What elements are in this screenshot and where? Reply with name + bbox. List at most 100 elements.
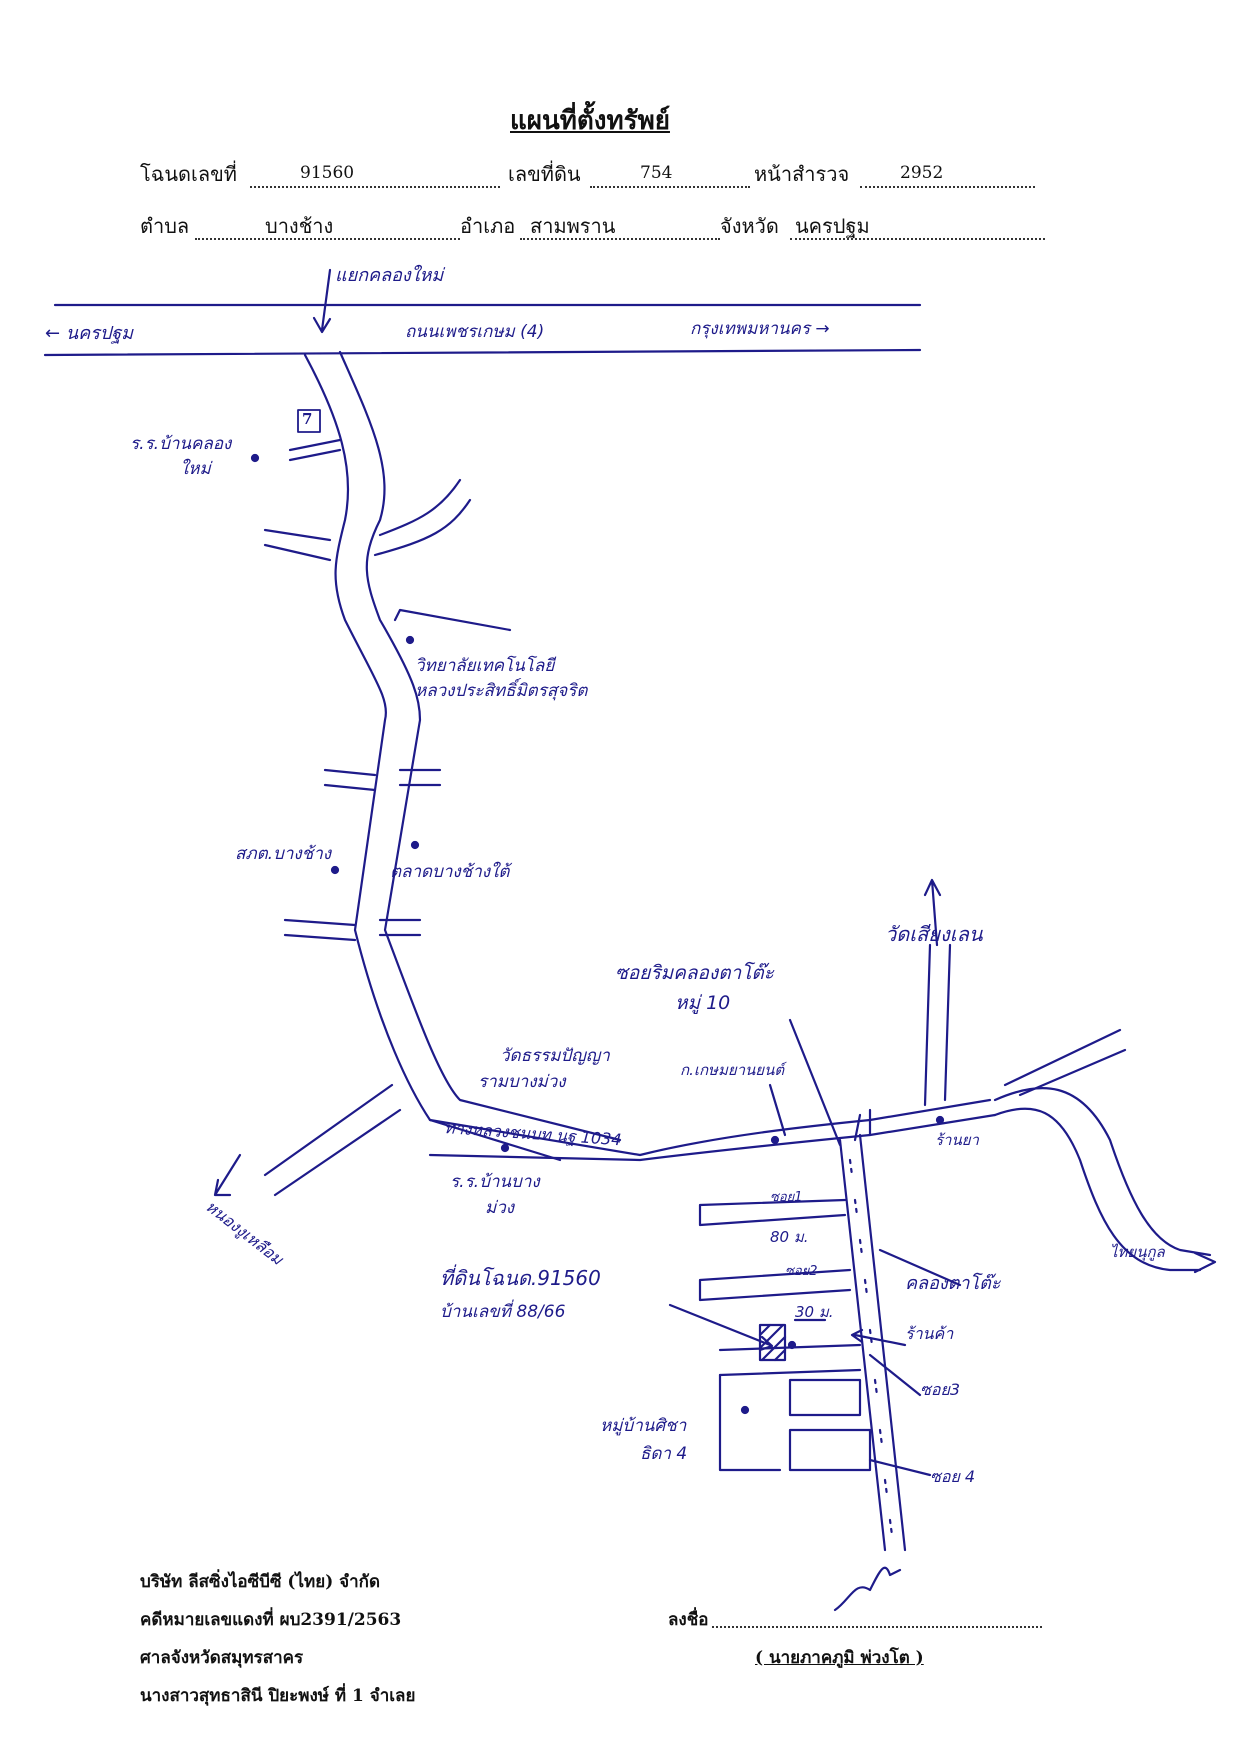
canal-crossing-2 <box>325 770 440 790</box>
soi2-lines <box>700 1270 850 1300</box>
shop2-dot <box>789 1342 795 1348</box>
college-label-1: วิทยาลัยเทคโนโลยี <box>415 656 555 676</box>
company-name: บริษัท ลีสซิ่งไอซีบีซี (ไทย) จำกัด <box>140 1572 380 1592</box>
district-dots <box>520 212 720 240</box>
signer-name: ( นายภาคภูมิ พ่วงโต ) <box>755 1648 924 1668</box>
shop1-label: ร้านยา <box>935 1131 979 1149</box>
soi3-soi4-connector <box>720 1375 780 1470</box>
case-number: คดีหมายเลขแดงที่ ผบ2391/2563 <box>140 1610 402 1630</box>
canal-label: คลองตาโต๊ะ <box>905 1273 1001 1294</box>
thainukool-arrow <box>1195 1253 1215 1272</box>
land-number: 754 <box>640 163 673 183</box>
temple2-label: วัดเสียงเลน <box>885 922 983 946</box>
soi-entrance-marks <box>855 1110 870 1140</box>
survey-label: หน้าสำรวจ <box>754 162 850 186</box>
side-road-right-edge <box>340 352 620 1140</box>
deed-dots <box>250 160 500 188</box>
soi4-label: ซอย 4 <box>930 1467 976 1486</box>
side-road-left-edge <box>305 355 560 1160</box>
land-dots <box>590 160 750 188</box>
sign-label: ลงชื่อ <box>668 1610 709 1630</box>
school1-label-1: ร.ร.บ้านคลอง <box>130 434 232 454</box>
subdistrict-value: บางช้าง <box>265 214 334 238</box>
property-arrow <box>670 1305 772 1350</box>
canal-crossing-1 <box>265 480 470 560</box>
shop2-label: ร้านค้า <box>905 1324 954 1343</box>
deed-label: โฉนดเลขที่ <box>140 162 237 186</box>
temple1-label-1: วัดธรรมปัญญา <box>500 1046 610 1066</box>
deed-number: 91560 <box>300 163 355 183</box>
soi3-lines <box>720 1345 860 1375</box>
road-southwest <box>265 1085 400 1195</box>
property-label-2: บ้านเลขที่ 88/66 <box>440 1302 566 1322</box>
survey-number: 2952 <box>900 163 944 183</box>
soi-label-1: ซอยริมคลองตาโต๊ะ <box>615 962 774 984</box>
road-to-thainukool-top <box>995 1088 1210 1255</box>
soi-label-2: หมู่ 10 <box>675 992 731 1014</box>
temple1-label-2: รามบางม่วง <box>478 1072 566 1092</box>
soi-rim-khlong <box>840 1135 905 1550</box>
page-title: แผนที่ตั้งทรัพย์ <box>510 106 670 136</box>
signature-scribble <box>835 1568 900 1610</box>
to-bangkok-label: กรุงเทพมหานคร → <box>690 319 830 339</box>
market-label: ตลาดบางช้างใต้ <box>390 862 510 882</box>
soi-arrow <box>790 1020 840 1145</box>
school2-label-2: ม่วง <box>485 1198 515 1218</box>
soi3-arrow <box>870 1355 920 1395</box>
soi1-lines <box>700 1200 845 1225</box>
school1-dot <box>252 455 258 461</box>
province-value: นครปฐม <box>795 214 870 238</box>
land-label: เลขที่ดิน <box>508 162 581 186</box>
canal-arrow <box>880 1250 960 1285</box>
highway-north-edge <box>430 1100 990 1155</box>
shop1-dot <box>937 1117 943 1123</box>
main-road-label: ถนนเพชรเกษม (4) <box>405 322 545 342</box>
to-nakhonpathom-label: ← นครปฐม <box>45 323 134 344</box>
court-name: ศาลจังหวัดสมุทรสาคร <box>140 1648 304 1668</box>
road-to-temple-north <box>925 880 950 1105</box>
college-road <box>395 610 510 630</box>
dist-30-label: 30 ม. <box>795 1303 834 1321</box>
market-dot <box>412 842 418 848</box>
soi1-label: ซอย1 <box>770 1190 803 1205</box>
school1-label-2: ใหม่ <box>180 459 211 479</box>
soi3-label: ซอย3 <box>920 1380 961 1399</box>
village-label-1: หมู่บ้านศิชา <box>600 1416 687 1436</box>
soi3-block <box>790 1380 860 1415</box>
seven-eleven-box <box>298 410 320 432</box>
signature-line <box>712 1600 1042 1628</box>
village-dot <box>742 1407 748 1413</box>
dist-80-label: 80 ม. <box>770 1228 809 1246</box>
police-label: สภต.บางช้าง <box>235 844 332 864</box>
garage-label: ก.เกษมยานยนต์ <box>680 1061 785 1079</box>
defendant-name: นางสาวสุทธาสินี ปิยะพงษ์ ที่ 1 จำเลย <box>140 1686 416 1706</box>
road-to-thainukool-bottom <box>995 1109 1200 1270</box>
main-road-bottom-edge <box>45 350 920 355</box>
district-value: สามพราน <box>530 214 616 238</box>
survey-dots <box>860 160 1035 188</box>
canal-crossing-3 <box>285 920 420 940</box>
property-label-1: ที่ดินโฉนด.91560 <box>440 1266 601 1290</box>
subdistrict-dots <box>195 212 460 240</box>
garage-arrow <box>770 1085 785 1135</box>
school2-label-1: ร.ร.บ้านบาง <box>450 1172 540 1192</box>
soi4-block <box>790 1430 870 1470</box>
property-parcel <box>760 1325 785 1360</box>
junction-label: แยกคลองใหม่ <box>335 265 444 286</box>
college-label-2: หลวงประสิทธิ์มิตรสุจริต <box>415 681 588 701</box>
southwest-arrow <box>215 1155 240 1195</box>
seven-eleven-label: 7 <box>302 410 313 428</box>
soi4-arrow <box>870 1460 930 1475</box>
college-dot <box>407 637 413 643</box>
police-dot <box>332 867 338 873</box>
soi2-label: ซอย2 <box>785 1264 818 1279</box>
canal-dashes <box>850 1160 892 1535</box>
shop-arrow <box>852 1330 905 1345</box>
district-label: อำเภอ <box>460 214 516 238</box>
thainukool-label: ไทยนุกูล <box>1110 1243 1165 1261</box>
school2-dot <box>502 1145 508 1151</box>
property-hatching <box>760 1325 785 1360</box>
province-label: จังหวัด <box>720 214 779 238</box>
school-road <box>290 440 340 460</box>
